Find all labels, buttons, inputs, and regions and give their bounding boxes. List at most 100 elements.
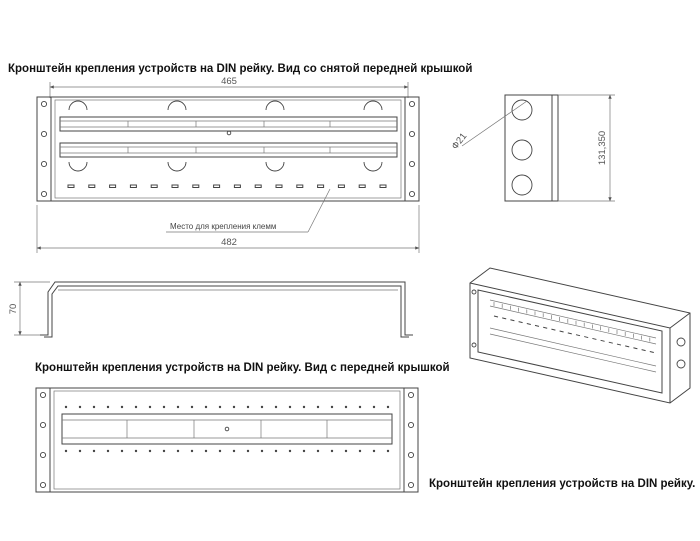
- terminal-dot: [106, 449, 110, 453]
- dimension-label-482: 482: [221, 237, 237, 248]
- iso-slot: [641, 349, 646, 352]
- terminal-slot: [67, 184, 75, 188]
- iso-slot: [510, 319, 515, 322]
- iso-slot: [493, 315, 499, 318]
- dimension-label-465: 465: [221, 76, 237, 87]
- terminal-dot: [176, 449, 180, 453]
- iso-slot: [518, 321, 523, 324]
- terminal-slot: [150, 184, 158, 188]
- iso-slot: [625, 345, 630, 348]
- terminal-dot: [162, 449, 166, 453]
- iso-slot: [502, 317, 507, 320]
- terminal-slot: [233, 184, 241, 188]
- terminal-dot: [64, 449, 68, 453]
- terminal-slot: [358, 184, 366, 188]
- rack-ear-right: [404, 96, 420, 202]
- terminal-dot: [64, 405, 68, 409]
- hole-diameter-leader: [461, 100, 528, 147]
- terminal-slots: [67, 184, 387, 188]
- terminal-dot: [372, 405, 376, 409]
- hole-diameter-label: Ф21: [450, 131, 470, 152]
- iso-slot: [600, 339, 605, 342]
- terminal-dot: [148, 449, 152, 453]
- terminal-dot: [358, 449, 362, 453]
- annotation-leader: [307, 188, 331, 233]
- terminal-slot: [254, 184, 262, 188]
- cover-window: [61, 413, 393, 445]
- terminal-slot: [129, 184, 137, 188]
- front-view-open: 465: [36, 76, 420, 253]
- terminal-dot: [148, 405, 152, 409]
- side-view: Ф21 131,350: [450, 94, 615, 202]
- terminal-slot: [275, 184, 283, 188]
- terminal-slot: [109, 184, 117, 188]
- iso-slot: [551, 328, 556, 331]
- terminal-dot: [78, 449, 82, 453]
- iso-slot: [534, 324, 540, 327]
- iso-slot: [616, 343, 622, 346]
- isometric-view: [469, 267, 691, 404]
- terminal-dot: [260, 449, 264, 453]
- terminal-slot: [337, 184, 345, 188]
- mount-hole: [408, 190, 416, 198]
- terminal-dot: [92, 405, 96, 409]
- rack-ear-left: [36, 96, 52, 202]
- terminal-slot: [317, 184, 325, 188]
- terminal-slot: [213, 184, 221, 188]
- mount-hole: [40, 130, 48, 138]
- terminal-slot: [379, 184, 387, 188]
- terminal-dot: [162, 405, 166, 409]
- iso-slot: [575, 334, 581, 337]
- terminal-dot: [316, 405, 320, 409]
- mount-hole: [408, 100, 416, 108]
- terminal-dot: [274, 405, 278, 409]
- bracket-body: [50, 96, 406, 202]
- din-rail-upper: [59, 116, 398, 132]
- terminal-dot: [106, 405, 110, 409]
- terminal-dot: [134, 449, 138, 453]
- terminal-dots: [64, 405, 390, 453]
- iso-slot: [526, 322, 531, 325]
- terminal-dot: [316, 449, 320, 453]
- terminal-dot: [386, 405, 390, 409]
- iso-slot: [592, 337, 597, 340]
- annotation-terminal-area: Место для крепления клемм: [170, 222, 276, 231]
- terminal-dot: [134, 405, 138, 409]
- din-rail-lower: [59, 142, 398, 158]
- mount-hole: [40, 190, 48, 198]
- top-view: 70: [8, 281, 413, 338]
- front-cover: [49, 387, 405, 493]
- iso-slot: [559, 330, 564, 333]
- terminal-slot: [88, 184, 96, 188]
- terminal-dot: [246, 405, 250, 409]
- terminal-dot: [232, 449, 236, 453]
- front-view-closed: [35, 387, 419, 493]
- terminal-dot: [176, 405, 180, 409]
- terminal-dot: [344, 449, 348, 453]
- terminal-dot: [330, 449, 334, 453]
- terminal-dot: [78, 405, 82, 409]
- caption-front-view-open: Кронштейн крепления устройств на DIN рей…: [8, 63, 472, 75]
- terminal-dot: [288, 405, 292, 409]
- mount-hole: [408, 130, 416, 138]
- terminal-dot: [120, 449, 124, 453]
- iso-slot: [633, 347, 638, 350]
- terminal-dot: [302, 405, 306, 409]
- cable-holes: [68, 100, 383, 172]
- terminal-dot: [190, 405, 194, 409]
- terminal-dot: [372, 449, 376, 453]
- iso-terminal-slots: [493, 302, 654, 354]
- terminal-dot: [274, 449, 278, 453]
- terminal-dot: [204, 405, 208, 409]
- terminal-dot: [232, 405, 236, 409]
- terminal-slot: [296, 184, 304, 188]
- terminal-dot: [330, 405, 334, 409]
- terminal-dot: [218, 449, 222, 453]
- dimension-label-depth: 70: [8, 304, 19, 315]
- terminal-dot: [288, 449, 292, 453]
- terminal-dot: [344, 405, 348, 409]
- terminal-dot: [218, 405, 222, 409]
- iso-slot: [584, 336, 589, 339]
- terminal-dot: [92, 449, 96, 453]
